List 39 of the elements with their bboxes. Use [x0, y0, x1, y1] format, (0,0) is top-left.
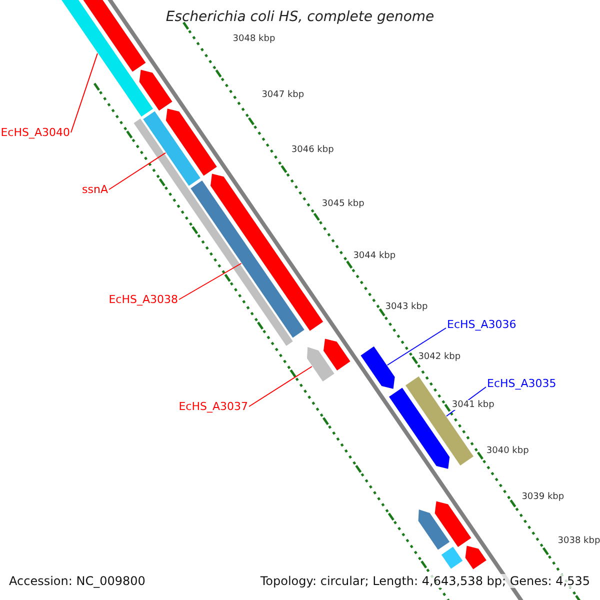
- gene-feature: [307, 347, 334, 382]
- tick-label: 3039 kbp: [522, 492, 564, 502]
- tick-label: 3041 kbp: [452, 400, 494, 410]
- leader-line: [248, 366, 312, 407]
- tick-label: 3042 kbp: [418, 352, 461, 362]
- gene-label: EcHS_A3035: [487, 377, 556, 390]
- gene-label: EcHS_A3037: [178, 400, 248, 413]
- gene-feature: [389, 388, 450, 469]
- leader-line: [178, 262, 242, 300]
- tick-label: 3047 kbp: [262, 90, 304, 100]
- gene-label: EcHS_A3038: [108, 293, 178, 306]
- gene-feature: [360, 346, 395, 389]
- gene-feature: [166, 108, 217, 176]
- gene-label: ssnA: [82, 183, 108, 196]
- gene-feature: [465, 546, 486, 570]
- tick-label: 3040 kbp: [486, 446, 529, 456]
- gene-feature: [418, 510, 450, 550]
- leader-line: [108, 152, 166, 190]
- tick-label: 3045 kbp: [322, 198, 364, 209]
- gene-label: EcHS_A3040: [0, 126, 70, 139]
- gene-feature: [210, 174, 324, 331]
- gene-label: EcHS_A3036: [447, 318, 516, 331]
- genome-summary: Topology: circular; Length: 4,643,538 bp; Genes: 4,535: [260, 574, 590, 588]
- gene-feature: [190, 180, 304, 338]
- gene-feature: [434, 501, 472, 547]
- tick-label: 3046 kbp: [291, 145, 334, 156]
- map-title: Escherichia coli HS, complete genome: [166, 9, 434, 25]
- gene-feature: [139, 70, 172, 111]
- accession-text: Accession: NC_009800: [9, 574, 146, 588]
- gene-feature: [143, 111, 200, 186]
- gene-feature: [441, 546, 463, 569]
- tick-label: 3048 kbp: [232, 34, 276, 44]
- tick-label: 3038 kbp: [558, 536, 600, 546]
- leader-line: [386, 328, 446, 366]
- tick-label: 3044 kbp: [353, 251, 396, 262]
- gene-feature: [324, 338, 350, 370]
- gene-feature: [406, 376, 474, 466]
- leader-line: [70, 52, 98, 133]
- tick-label: 3043 kbp: [385, 302, 428, 312]
